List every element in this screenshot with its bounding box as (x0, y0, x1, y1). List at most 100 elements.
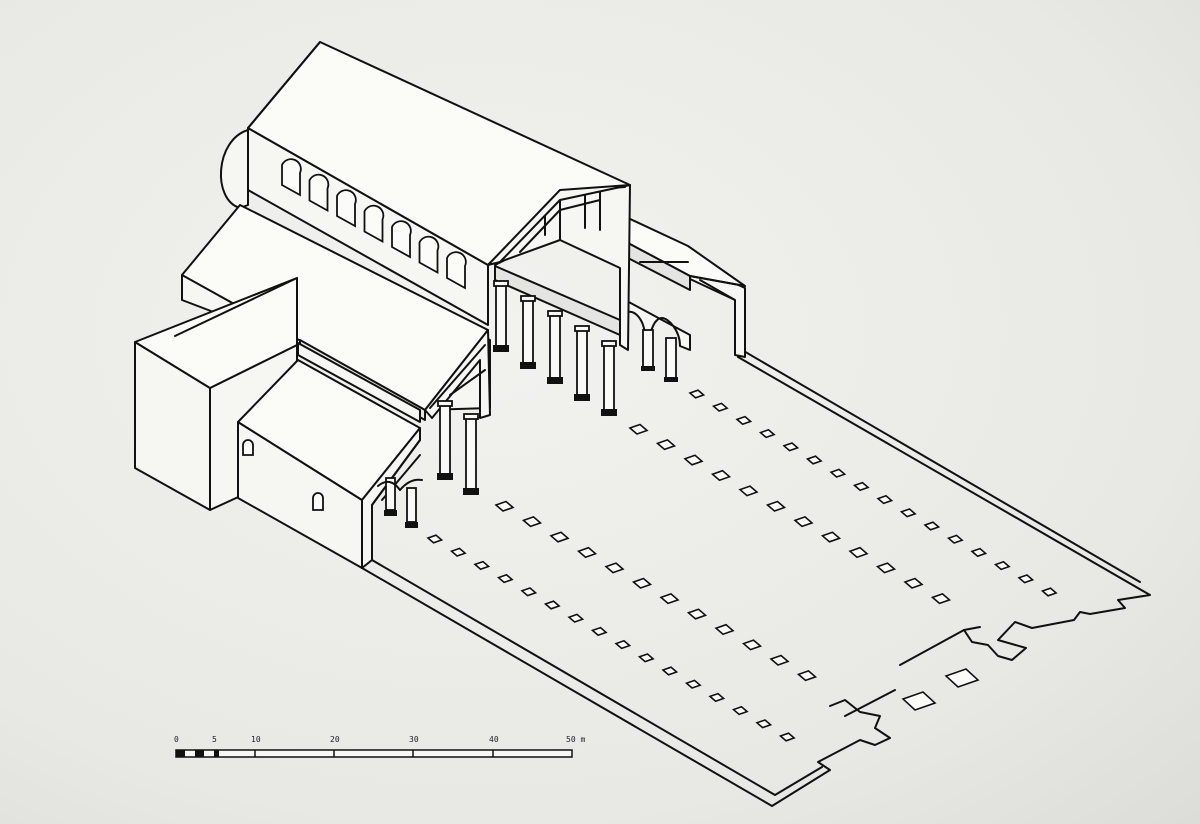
pier-row1-pier (1040, 587, 1058, 597)
pier-row4-pier (426, 534, 444, 544)
pier-row1-pier (735, 415, 753, 426)
nave-column-capital (493, 280, 509, 287)
clerestory-window (391, 220, 412, 259)
nave-column-capital (547, 310, 563, 317)
pier-row4-pier (543, 600, 561, 610)
pier-row2-pier (683, 454, 704, 466)
nave-column-base (601, 409, 617, 416)
clerestory-window (446, 251, 467, 290)
pier-row3-pier (494, 500, 515, 512)
pier-row1-pier (1017, 574, 1035, 584)
pier-row1-pier (829, 468, 847, 478)
south-aisle (181, 204, 491, 423)
pier-row1-pier (852, 481, 870, 492)
pier-row4-pier (614, 639, 632, 650)
nave-column (522, 299, 534, 365)
pier-row1-pier (805, 455, 823, 465)
pier-row4-pier (567, 613, 585, 623)
chapel-porch-columns (377, 477, 423, 528)
pier-row3-pier (686, 608, 708, 620)
nave-column (603, 344, 615, 412)
scale-label-0: 0 (174, 735, 179, 744)
pier-row2-pier (655, 438, 677, 451)
scale-label-50: 50 m (566, 735, 585, 744)
pier-row1-pier (758, 428, 776, 439)
nave-column-base (574, 394, 590, 401)
pier-row3-pier (769, 654, 790, 666)
pier-row3-pier (521, 515, 543, 528)
pier-row1-pier (970, 547, 988, 558)
pier-row4-pier (778, 732, 796, 742)
scale-label-10: 10 (251, 735, 261, 744)
pier-row2-pier (875, 562, 897, 574)
pier-row2-pier (903, 577, 924, 589)
pier-row1-pier (923, 521, 941, 531)
pier-row4-pier (496, 573, 514, 584)
pier-row1-pier (899, 508, 917, 518)
clerestory-window (281, 158, 302, 197)
side-chapel (237, 359, 421, 569)
pier-row2-pier (793, 515, 814, 528)
pier-row4-pier (637, 653, 655, 663)
pier-row4-pier (755, 719, 773, 729)
pier-row3-pier (741, 639, 763, 651)
pier-row4-pier (731, 705, 749, 716)
nave-column-base (463, 488, 479, 495)
nave-columns (437, 280, 617, 495)
pier-row4-pier (590, 626, 608, 637)
pier-row2-pier (710, 469, 732, 482)
scale-label-30: 30 (409, 735, 419, 744)
nave-column-capital (520, 295, 536, 302)
nave-column (576, 329, 588, 397)
pier-row1-pier (782, 442, 800, 452)
pier-row1-pier (711, 402, 729, 412)
nave-column-base (547, 377, 563, 384)
pier-row2-pier (738, 485, 759, 497)
nave-column-capital (601, 340, 617, 347)
nave-column-capital (437, 400, 453, 407)
scale-label-5: 5 (212, 735, 217, 744)
pier-row2-pier (930, 592, 952, 605)
pier-row4-pier (520, 587, 538, 597)
pier-row1-pier (993, 560, 1011, 571)
nave-column-base (437, 473, 453, 480)
pier-row4-pier (708, 692, 726, 703)
clerestory-window (418, 235, 440, 275)
pier-row2-pier (848, 546, 869, 559)
clerestory-window (363, 204, 385, 244)
pier-row4-pier (473, 560, 491, 571)
nave-column (549, 314, 561, 380)
scale-label-20: 20 (330, 735, 340, 744)
pier-row3-pier (631, 577, 653, 589)
pier-row3-pier (714, 623, 735, 636)
nave-column-base (493, 345, 509, 352)
clerestory-window (308, 173, 330, 213)
nave-column (465, 417, 477, 491)
clerestory-window (336, 189, 357, 228)
scale-label-40: 40 (489, 735, 499, 744)
pier-row1-pier (688, 389, 706, 399)
pier-row4-pier (684, 679, 702, 689)
nave-column-base (520, 362, 536, 369)
pier-row3-pier (796, 669, 818, 682)
pier-row1-pier (876, 494, 894, 505)
nave-column-capital (574, 325, 590, 332)
pier-row2-pier (820, 531, 842, 543)
scale-bar: 0 5 10 20 30 40 50 m (174, 735, 585, 758)
pier-row3-pier (659, 592, 680, 605)
nave-column (495, 284, 507, 348)
nave-column-capital (463, 413, 479, 420)
pier-row3-pier (549, 531, 570, 543)
nave-column (439, 404, 451, 476)
pier-row3-pier (576, 546, 598, 559)
nave-floor-outline (361, 349, 1151, 807)
pier-row1-pier (946, 534, 964, 544)
pier-row3-pier (604, 562, 625, 574)
north-aisle-section (624, 217, 746, 382)
pier-rows (426, 389, 1058, 742)
pier-row4-pier (449, 547, 467, 557)
pier-row2-pier (628, 423, 649, 435)
pier-row2-pier (765, 500, 787, 512)
